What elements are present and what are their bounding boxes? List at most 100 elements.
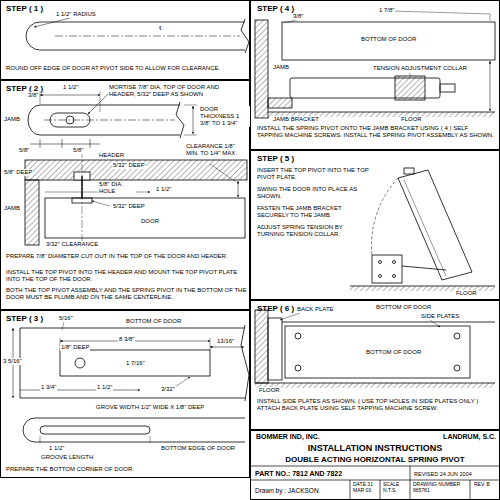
header (25, 160, 247, 180)
part-name: FLOOR (455, 290, 478, 297)
back-plate (268, 318, 282, 380)
note: MORTISE 7/8" DIA. TOP OF DOOR AND HEADER… (108, 84, 248, 98)
spring-pivot (402, 266, 446, 270)
dimension: 1 1/2" (62, 84, 79, 91)
date-cell: DATE 31 MAR 03 (353, 482, 380, 494)
title-block-grid (250, 466, 500, 500)
revision-date: REVISED 24 JUN 2004 (414, 471, 498, 477)
dimension: 1 7/8" (378, 7, 395, 14)
leader-line (280, 313, 300, 320)
plate-hole (295, 333, 301, 339)
door-edge (26, 22, 245, 50)
dimension: 1/8" DEEP (60, 344, 90, 351)
drawing-subtitle: DOUBLE ACTING HORIZONTAL SPRING PIVOT (253, 455, 497, 464)
company-location: LANDRUM, S.C. (401, 433, 496, 441)
plate-hole (454, 333, 460, 339)
groove (40, 426, 150, 434)
dimension-line (40, 95, 100, 96)
dimension: 5/32" DEEP (112, 162, 146, 169)
leader-line (92, 201, 110, 206)
part-name: JAMB BRACKET (272, 116, 320, 123)
dimension-line (30, 139, 100, 148)
dimension: 13/16" (216, 338, 235, 345)
dimension: 5/32" DEEP (112, 203, 146, 210)
centerline-symbol: ℄ (158, 25, 163, 32)
dimension: 3/32" CLEARANCE (45, 241, 99, 248)
door-top (28, 105, 180, 135)
dimension: 1 1/2" (48, 445, 65, 452)
scale-cell: SCALE N.T.S. (383, 482, 410, 494)
pivot-pocket (60, 350, 210, 376)
break-line (241, 325, 249, 401)
leader-line (34, 18, 70, 27)
part-name: FLOOR (258, 387, 281, 394)
screw (393, 275, 396, 278)
instruction-text: INSTALL THE TOP PIVOT INTO THE HEADER AN… (6, 269, 248, 283)
revision-cell: REV. B (474, 482, 499, 488)
step-panel: STEP ( 6 )INSTALL SIDE PLATES AS SHOWN. … (250, 300, 500, 430)
jamb (25, 180, 39, 245)
step-panel: STEP ( 1 )ROUND OFF EDGE OF DOOR AT PIVO… (0, 0, 250, 80)
instruction-text: PREPARE 7/8" DIAMETER CUT OUT IN THE TOP… (6, 253, 248, 260)
note: CLEARANCE 1/8" MIN. TO 1/4" MAX. (185, 143, 249, 157)
step-panel: STEP ( 5 )INSERT THE TOP PIVOT INTO THE … (250, 150, 500, 300)
part-name: JAMB (3, 116, 21, 123)
dimension: 3/8" (27, 92, 39, 99)
jamb (255, 20, 268, 118)
note: DOOR THICKNESS 1 3/8" TO 1 3/4" (199, 106, 250, 127)
jamb-bracket (372, 255, 402, 283)
center-line (55, 36, 240, 37)
dimension: 3 5/16" (2, 358, 23, 365)
tension-collar (395, 76, 425, 100)
center-line (44, 120, 175, 121)
screw (379, 275, 382, 278)
dimension-line (184, 105, 197, 135)
plate-hole (454, 365, 460, 371)
screw (379, 261, 382, 264)
instruction-text: INSTALL SIDE PLATES AS SHOWN. ( USE TOP … (257, 398, 495, 412)
dimension: 8 3/8" (118, 336, 135, 343)
leader-line (410, 73, 411, 76)
swing-arc (371, 178, 398, 256)
part-name: BACK PLATE (296, 306, 335, 313)
step-heading: STEP ( 2 ) (6, 84, 106, 93)
top-pivot (404, 168, 414, 174)
leader-line (62, 322, 64, 330)
dimension: 1 3/4" (40, 384, 57, 391)
dimension: 3/8" (292, 13, 304, 20)
part-name: JAMB (3, 205, 21, 212)
step-heading: STEP ( 4 ) (257, 4, 357, 13)
pivot-hole (75, 358, 85, 368)
instruction-text: INSERT THE TOP PIVOT INTO THE TOP PIVOT … (257, 167, 369, 181)
part-name: BOTTOM OF DOOR (365, 349, 422, 356)
dimension-line (20, 390, 140, 391)
extension-line (40, 92, 100, 112)
dimension-line (490, 61, 491, 111)
dimension: 1 1/2" RADIUS (55, 11, 97, 18)
door-section (45, 198, 245, 238)
dimension: 3/32" (160, 386, 176, 393)
instruction-text: PREPARE THE BOTTOM CORNER OF DOOR. (6, 466, 248, 473)
leader-line (392, 11, 490, 21)
dimension: 1 1/2" (155, 186, 172, 193)
center-line (82, 150, 83, 246)
dimension: 5/8" DEEP (3, 169, 33, 176)
door-bottom (20, 328, 245, 398)
part-name: BOTTOM OF DOOR (360, 36, 417, 43)
dimension: 5/16" (58, 315, 74, 322)
part-name: FLOOR (400, 116, 423, 123)
part-number: PART NO.: 7812 AND 7822 (255, 470, 405, 478)
dimension: 1 1/2" (96, 384, 113, 391)
side-plate (285, 326, 470, 378)
dimension: 5/8" DIA. HOLE (98, 181, 136, 195)
instruction-text: SWING THE DOOR INTO PLACE AS SHOWN. (257, 186, 369, 200)
drawing-title: INSTALLATION INSTRUCTIONS (253, 443, 497, 453)
jamb-bracket (268, 98, 292, 108)
break-line (241, 19, 249, 53)
title-block: BOMMER IND, INC.LANDRUM, S.C.INSTALLATIO… (250, 430, 500, 500)
door-edge (404, 180, 446, 276)
instruction-text: INSTALL THE SPRING PIVOT ONTO THE JAMB B… (257, 125, 495, 139)
part-name: BOTTOM EDGE OF DOOR (160, 445, 236, 452)
dimension: 5/8" (18, 147, 30, 154)
part-name: SIDE PLATES (420, 313, 460, 320)
